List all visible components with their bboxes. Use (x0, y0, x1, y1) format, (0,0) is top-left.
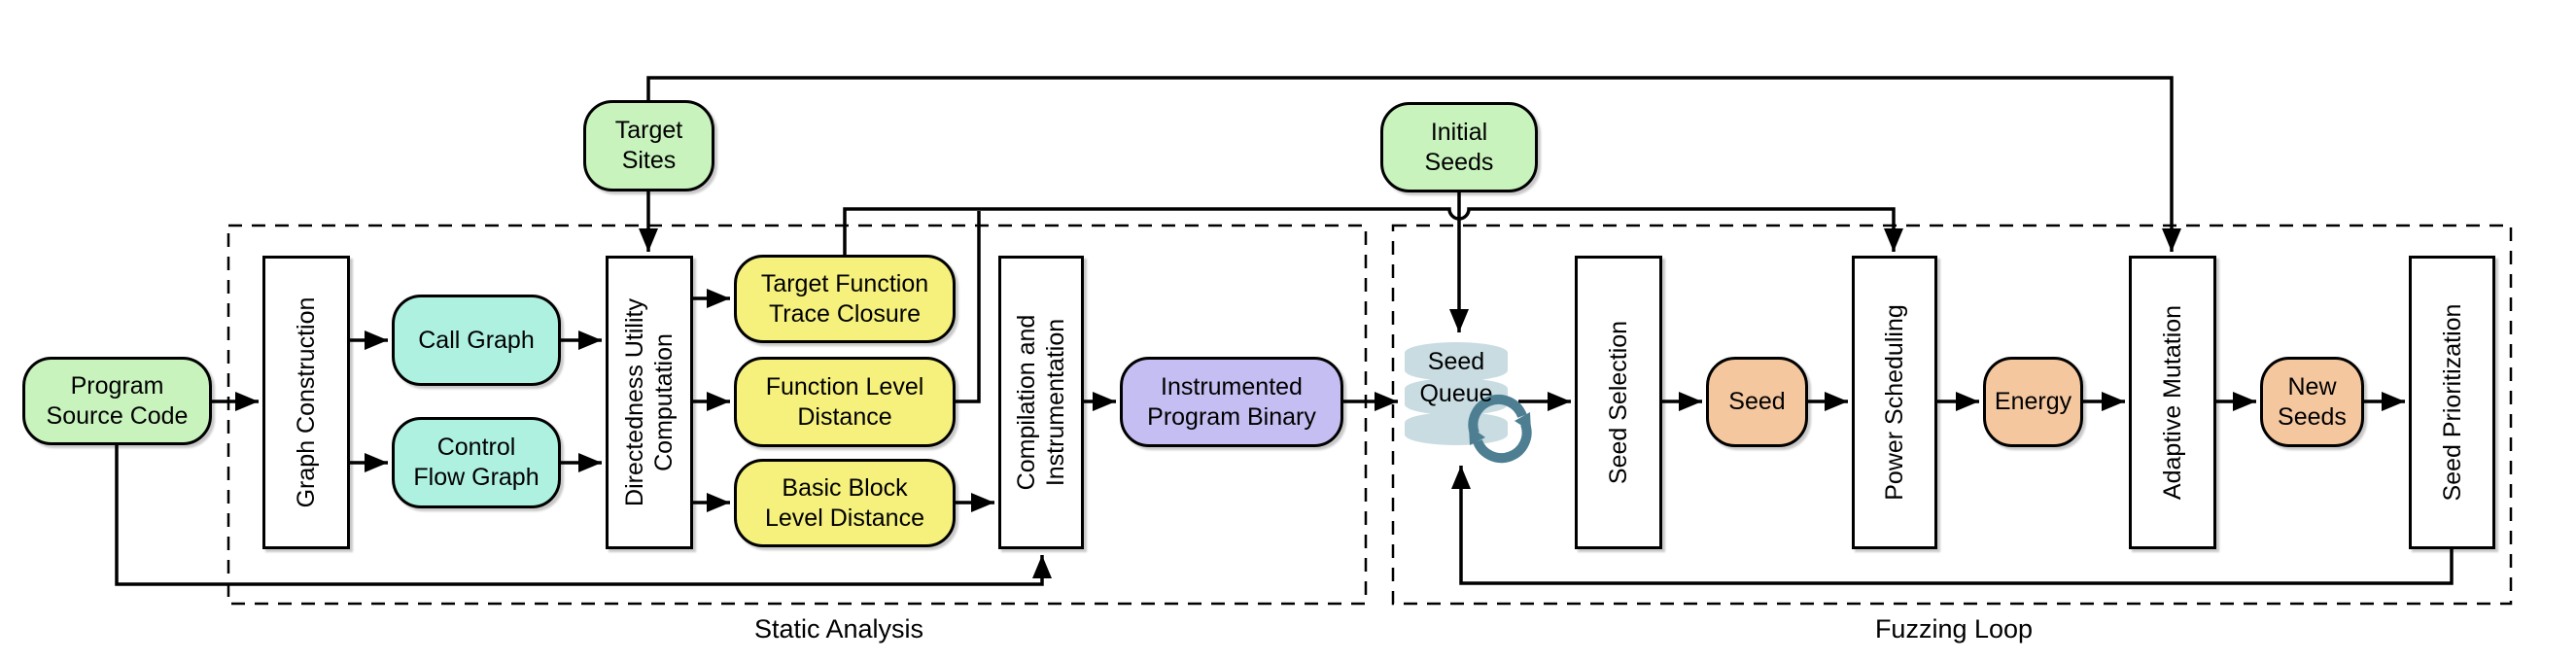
node-label: Instrumented (1161, 372, 1303, 400)
edge-fld-join-bus (956, 211, 981, 403)
node-label: Level Distance (765, 504, 924, 532)
static-analysis-frame (226, 224, 1368, 606)
node-seed-prioritization: Seed Prioritization (2409, 256, 2495, 549)
node-label: Seed Prioritization (2438, 303, 2466, 502)
node-label: Program Binary (1147, 402, 1316, 431)
node-label: Program (70, 371, 164, 400)
edge-seedprioritization-to-seedqueue-feedback (1451, 466, 2454, 585)
node-energy: Energy (1983, 357, 2083, 447)
node-label: Compilation and Instrumentation (1013, 314, 1069, 491)
node-adaptive-mutation: Adaptive Mutation (2129, 256, 2216, 549)
recycle-arrows-icon (1468, 394, 1532, 464)
node-target-sites: Target Sites (583, 100, 714, 191)
node-instrumented-program-binary: Instrumented Program Binary (1120, 357, 1343, 447)
node-initial-seeds: Initial Seeds (1380, 102, 1538, 192)
node-basic-block-level-distance: Basic Block Level Distance (734, 459, 956, 547)
node-label: Flow Graph (413, 464, 540, 491)
node-seed: Seed (1706, 357, 1808, 447)
node-label: Initial (1430, 118, 1488, 146)
node-directedness-utility-computation: Directedness Utility Computation (606, 256, 693, 549)
node-label: Seed Selection (1605, 320, 1632, 485)
node-control-flow-graph: Control Flow Graph (392, 417, 561, 508)
node-label: Function Level (765, 372, 924, 400)
node-compilation-and-instrumentation: Compilation and Instrumentation (998, 256, 1084, 549)
node-label: Call Graph (418, 326, 535, 354)
node-label: Seeds (2278, 402, 2347, 431)
node-label: Control (436, 434, 516, 461)
node-graph-construction: Graph Construction (262, 256, 350, 549)
node-power-scheduling: Power Scheduling (1852, 256, 1937, 549)
node-label: Queue (1419, 380, 1493, 407)
node-label: Distance (797, 402, 892, 431)
node-label: Seed (1728, 388, 1786, 415)
node-label: Target Function (760, 269, 929, 297)
node-target-function-trace-closure: Target Function Trace Closure (734, 255, 956, 343)
static-analysis-caption: Static Analysis (753, 614, 924, 644)
node-label: Source Code (46, 401, 189, 430)
node-label: Seeds (1424, 148, 1494, 176)
node-label: Adaptive Mutation (2159, 304, 2186, 501)
edge-source-to-compilation-feedback (115, 445, 1052, 586)
database-cylinder-icon (1405, 342, 1508, 445)
node-new-seeds: New Seeds (2260, 357, 2364, 447)
node-function-level-distance: Function Level Distance (734, 357, 956, 447)
node-call-graph: Call Graph (392, 295, 561, 386)
node-seed-queue: Seed Queue (1401, 346, 1512, 410)
node-label: Directedness Utility Computation (621, 298, 678, 506)
node-label: Basic Block (782, 473, 908, 502)
node-label: Graph Construction (293, 296, 320, 508)
edge-targetsites-to-adaptivemutation (646, 76, 2181, 252)
node-seed-selection: Seed Selection (1575, 256, 1662, 549)
node-program-source-code: Program Source Code (22, 357, 212, 445)
node-label: Target (614, 117, 683, 144)
node-label: Energy (1994, 388, 2072, 415)
fuzzing-loop-frame (1391, 224, 2513, 606)
node-label: New (2287, 372, 2337, 400)
fuzzing-loop-caption: Fuzzing Loop (1874, 614, 2034, 644)
node-label: Sites (621, 147, 677, 174)
edge-tftc-to-powerscheduling (843, 207, 1903, 255)
node-label: Power Scheduling (1881, 304, 1908, 501)
node-label: Seed (1427, 348, 1485, 375)
node-label: Trace Closure (768, 299, 922, 328)
